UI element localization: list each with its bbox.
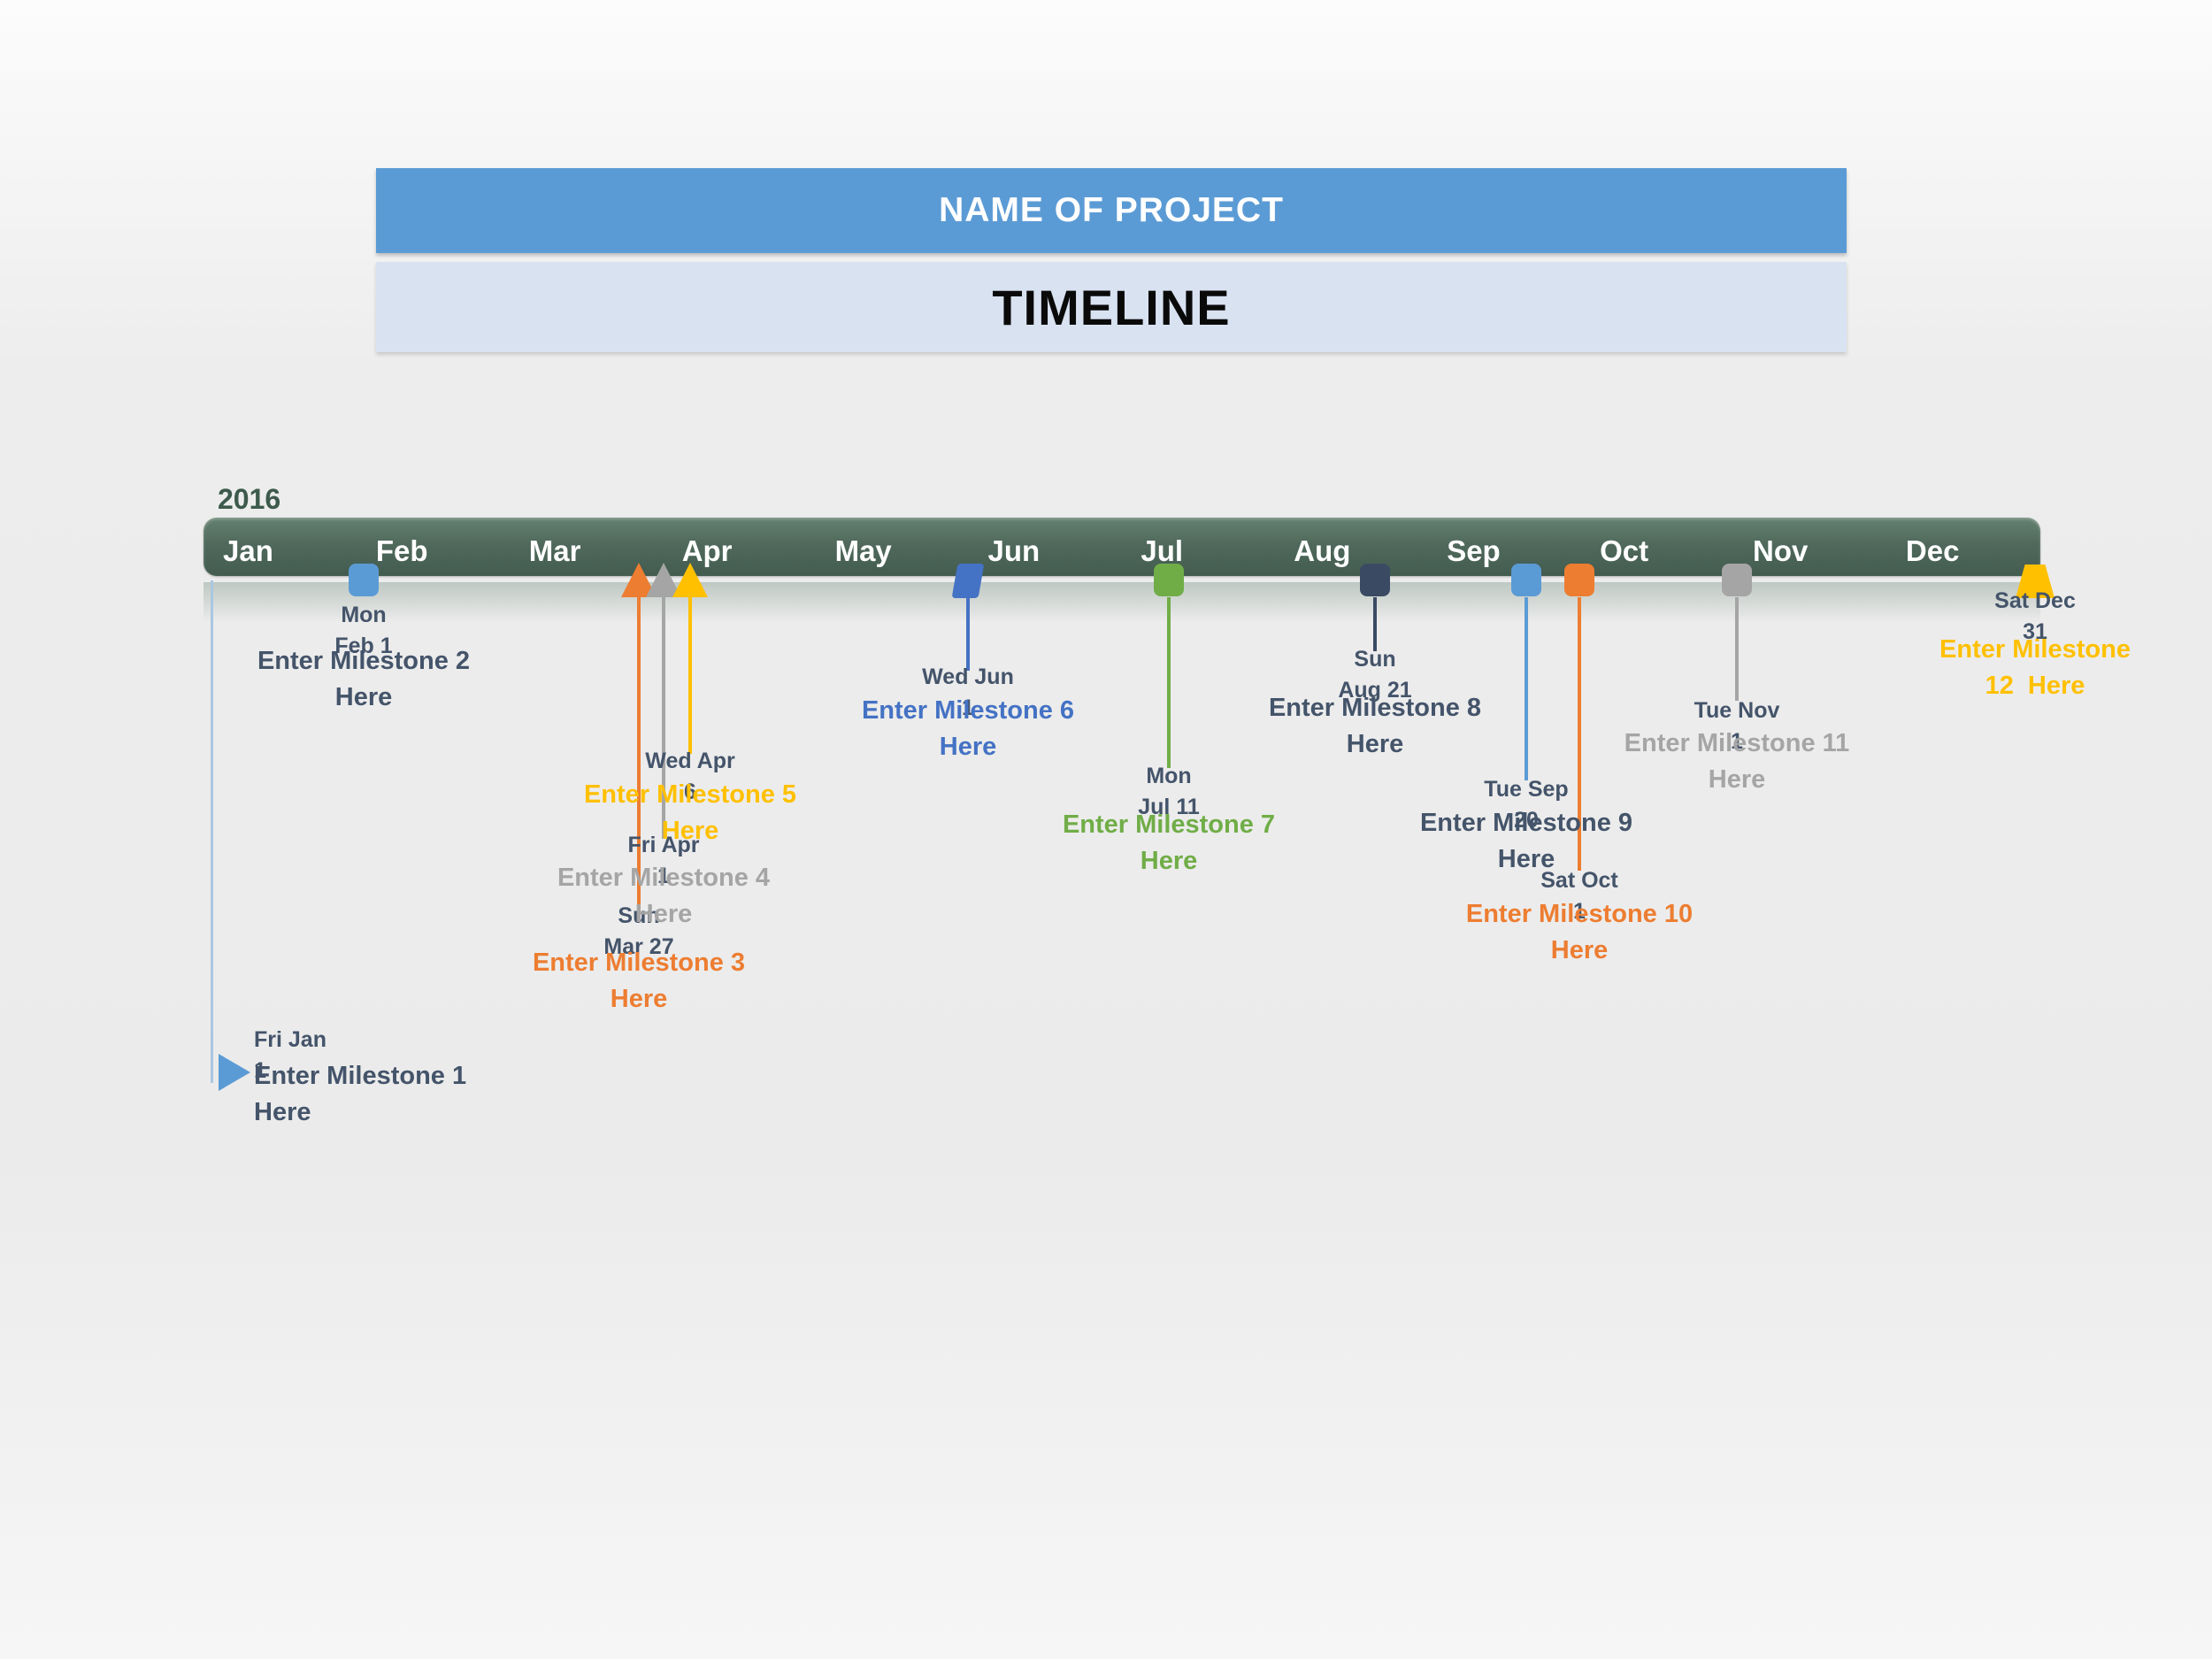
milestone-7-marker[interactable]	[1154, 564, 1184, 596]
month-label-oct: Oct	[1600, 534, 1649, 567]
milestone-11-date[interactable]: Tue Nov 1	[1694, 698, 1780, 754]
milestone-7-connector-line	[1167, 597, 1171, 768]
milestone-4-connector-line	[662, 597, 665, 839]
month-label-jul: Jul	[1141, 534, 1184, 567]
milestone-5-label[interactable]: Enter Milestone 5 Here	[583, 780, 797, 845]
milestone-10-marker[interactable]	[1564, 564, 1594, 596]
month-label-mar: Mar	[528, 534, 581, 567]
milestone-1-label[interactable]: Enter Milestone 1 Here	[254, 1062, 467, 1126]
milestone-4-label[interactable]: Enter Milestone 4 Here	[557, 864, 771, 928]
milestone-9-marker[interactable]	[1511, 564, 1541, 596]
milestone-4-date[interactable]: Fri Apr 1	[627, 833, 700, 888]
milestone-11-marker[interactable]	[1722, 564, 1752, 596]
project-title[interactable]: NAME OF PROJECT	[939, 191, 1284, 229]
milestone-10-label[interactable]: Enter Milestone 10 Here	[1465, 900, 1694, 964]
timeline-subtitle-bar: TIMELINE	[376, 262, 1847, 352]
milestone-8-date[interactable]: Sun Aug 21	[1338, 647, 1412, 703]
milestone-10-date[interactable]: Sat Oct 1	[1540, 868, 1618, 924]
milestone-6-connector-line	[966, 597, 970, 671]
milestone-8-marker[interactable]	[1360, 564, 1390, 596]
milestone-5-marker[interactable]	[672, 563, 708, 597]
milestone-8-label[interactable]: Enter Milestone 8 Here	[1268, 694, 1482, 758]
milestone-3-label[interactable]: Enter Milestone 3 Here	[532, 949, 746, 1013]
milestone-7-label[interactable]: Enter Milestone 7 Here	[1062, 810, 1276, 875]
milestone-2-label[interactable]: Enter Milestone 2 Here	[257, 647, 471, 711]
month-label-aug: Aug	[1294, 534, 1351, 567]
milestone-3-connector-line	[637, 597, 641, 913]
month-label-may: May	[834, 534, 892, 567]
month-label-dec: Dec	[1905, 534, 1960, 567]
milestone-12-date[interactable]: Sat Dec 31	[1994, 588, 2076, 644]
milestone-12-label[interactable]: Enter Milestone 12 Here	[1939, 635, 2131, 700]
month-label-jan: Jan	[223, 534, 273, 567]
milestone-5-date[interactable]: Wed Apr 6	[645, 749, 735, 804]
milestone-11-connector-line	[1735, 597, 1739, 701]
milestone-10-connector-line	[1578, 597, 1581, 871]
timeline-subtitle[interactable]: TIMELINE	[992, 279, 1231, 335]
timeline-bar-shadow	[204, 582, 2040, 623]
milestone-3-date[interactable]: Sun Mar 27	[603, 903, 674, 959]
milestone-11-label[interactable]: Enter Milestone 11 Here	[1624, 729, 1850, 794]
milestone-1-date[interactable]: Fri Jan 1	[254, 1027, 326, 1083]
month-label-feb: Feb	[375, 534, 428, 567]
milestone-1-marker[interactable]	[219, 1054, 250, 1091]
milestone-9-label[interactable]: Enter Milestone 9 Here	[1419, 809, 1633, 873]
milestone-2-date[interactable]: Mon Feb 1	[334, 603, 393, 658]
month-label-nov: Nov	[1753, 534, 1809, 567]
milestone-6-label[interactable]: Enter Milestone 6 Here	[861, 696, 1075, 761]
month-label-jun: Jun	[987, 534, 1041, 567]
milestone-1-connector-line	[210, 580, 213, 1083]
milestone-9-date[interactable]: Tue Sep 20	[1484, 777, 1569, 833]
milestone-7-date[interactable]: Mon Jul 11	[1138, 764, 1200, 819]
milestone-6-date[interactable]: Wed Jun 1	[922, 664, 1014, 720]
project-title-bar: NAME OF PROJECT	[376, 168, 1847, 253]
year-label: 2016	[218, 483, 281, 515]
milestone-2-marker[interactable]	[349, 564, 379, 596]
month-label-apr: Apr	[681, 534, 733, 567]
milestone-5-connector-line	[688, 597, 692, 754]
milestone-9-connector-line	[1525, 597, 1528, 780]
milestone-8-connector-line	[1373, 597, 1377, 651]
month-label-sep: Sep	[1447, 534, 1501, 567]
